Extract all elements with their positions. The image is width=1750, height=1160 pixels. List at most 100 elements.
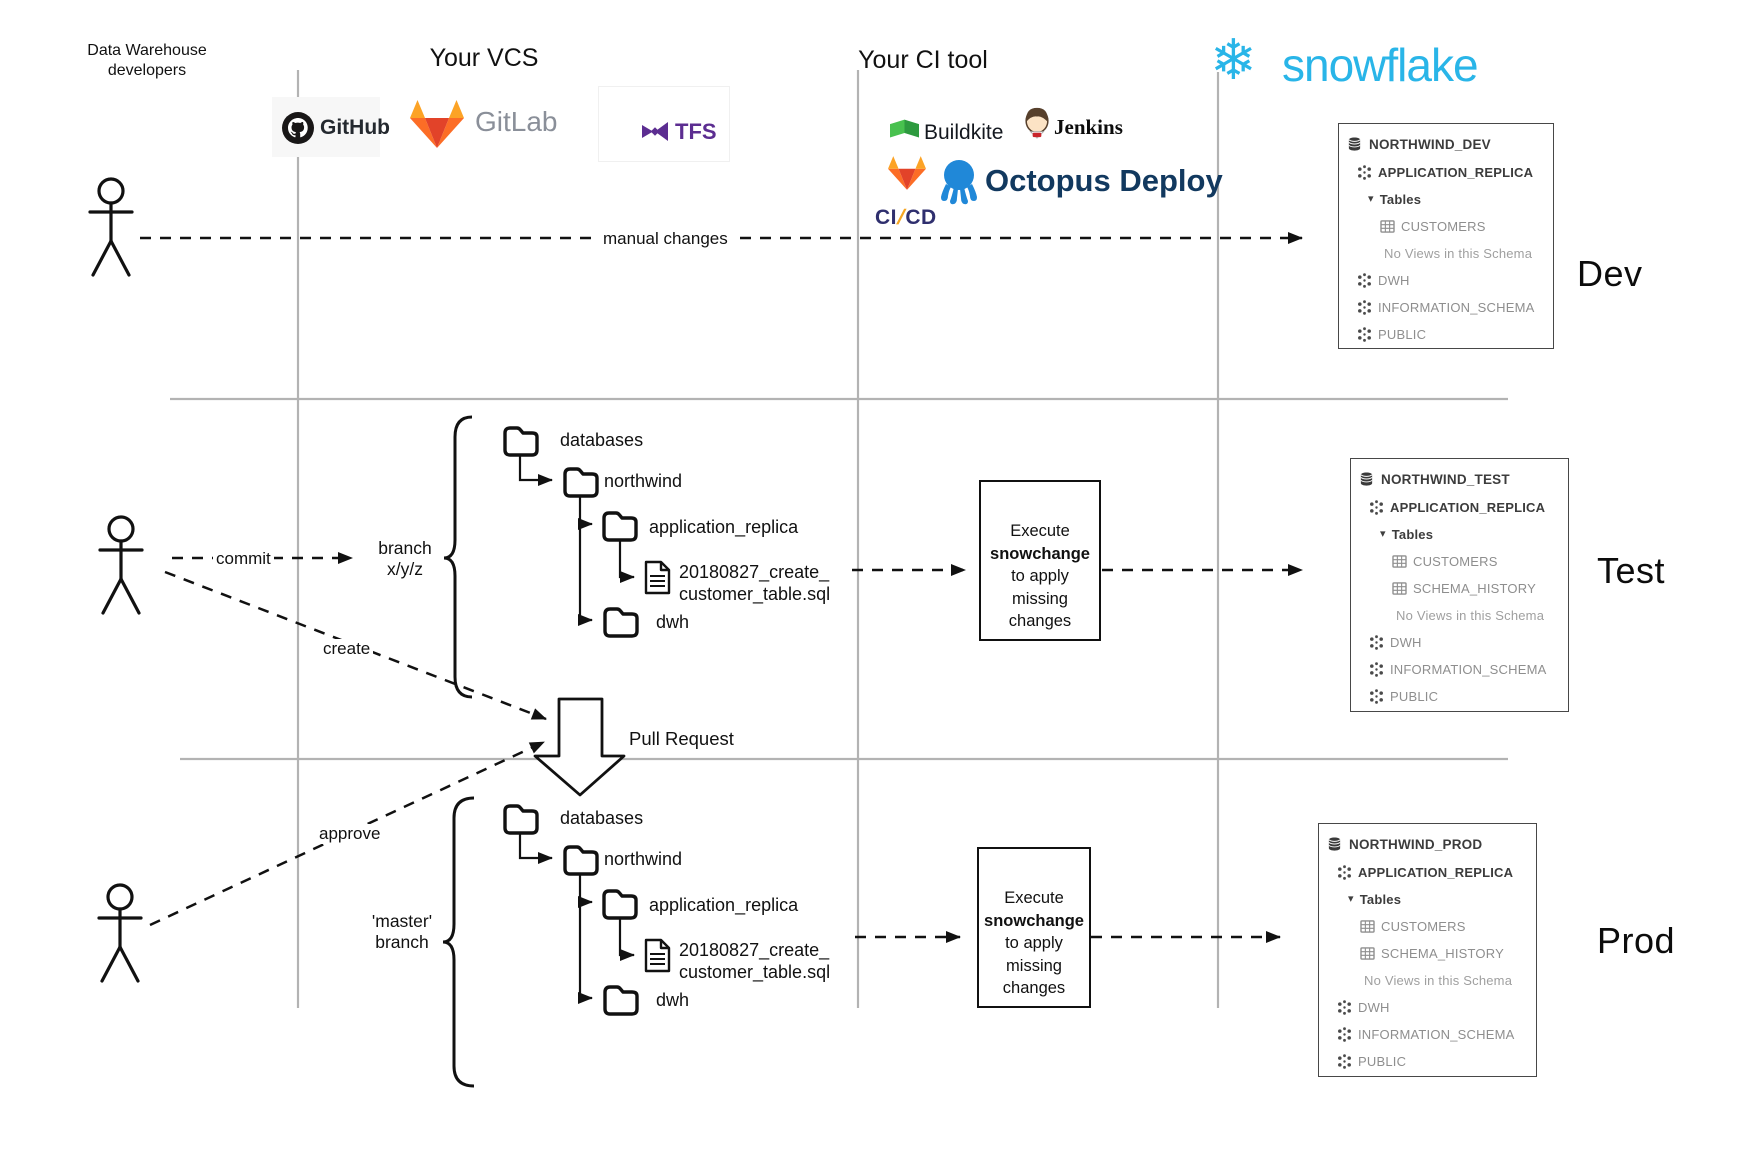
tree-connector [618,918,635,961]
tree-label-northwind: northwind [604,849,683,869]
env-label-dev: Dev [1577,253,1643,294]
folder-icon-northwind [563,467,599,498]
tree-connector [578,496,593,626]
developers-label-line1: Data Warehouse [87,42,207,59]
schema-panel-dev: NORTHWIND_DEV APPLICATION_REPLICA▾Tables… [1338,123,1554,349]
lane-header-developers: Data Warehouse developers [57,41,237,81]
schema-tree-row: PUBLIC [1319,1048,1536,1075]
tree-label-sql-file: 20180827_create_ customer_table.sql [679,939,830,983]
caret-icon: ▾ [1380,528,1386,540]
env-label-prod: Prod [1597,920,1676,961]
schema-tree-row: INFORMATION_SCHEMA [1339,294,1553,321]
execute-snowchange-box-test: Execute snowchange to apply missing chan… [979,480,1101,641]
branch-label-line1: branch [378,538,432,558]
database-icon [1347,136,1362,152]
developer-figure-prod [97,883,143,983]
folder-icon-databases [503,426,539,457]
gitlab-ci-icon [888,156,926,190]
tree-label-sql-file: 20180827_create_ customer_table.sql [679,561,830,605]
lane-header-vcs: Your VCS [429,44,539,72]
schema-tree-row-label: INFORMATION_SCHEMA [1378,300,1535,315]
folder-icon-dwh [603,607,639,638]
jenkins-icon [1025,107,1049,139]
schema-icon [1357,300,1372,315]
developer-figure-dev [88,177,134,277]
github-icon [282,112,314,144]
schema-tree-row: APPLICATION_REPLICA [1319,859,1536,886]
tree-connector [518,455,553,486]
schema-tree-row: ▾Tables [1319,886,1536,913]
folder-icon-application-replica [602,889,638,920]
schema-icon [1357,327,1372,342]
database-icon [1327,836,1342,852]
tree-label-databases: databases [560,430,644,450]
schema-tree-row-label: SCHEMA_HISTORY [1413,581,1536,596]
octopus-deploy-icon [941,160,977,205]
schema-tree-row-label: PUBLIC [1358,1054,1407,1069]
schema-tree-row: CUSTOMERS [1339,213,1553,240]
schema-tree-row: SCHEMA_HISTORY [1351,575,1568,602]
schema-tree-row: APPLICATION_REPLICA [1351,494,1568,521]
schema-icon [1369,662,1384,677]
snowflake-wordmark: snowflake [1282,39,1479,91]
lane-header-ci: Your CI tool [858,46,988,74]
schema-tree-row-label: SCHEMA_HISTORY [1381,946,1504,961]
database-name: NORTHWIND_DEV [1369,136,1491,152]
caret-icon: ▾ [1348,893,1354,905]
tree-label-dwh: dwh [656,990,690,1010]
schema-tree-row-label: CUSTOMERS [1413,554,1498,569]
schema-icon [1337,1027,1352,1042]
schema-tree-row-label: DWH [1390,635,1422,650]
buildkite-wordmark: Buildkite [924,121,1004,144]
schema-tree-row-label: PUBLIC [1378,327,1427,342]
sql-file-name-line2: customer_table.sql [679,962,831,982]
schema-tree-row-label: INFORMATION_SCHEMA [1390,662,1547,677]
execute-line: missing [1012,589,1068,608]
master-label-line2: branch [375,932,429,952]
schema-icon [1337,1054,1352,1069]
schema-tree-row-label: Tables [1391,527,1434,542]
schema-tree-row: ▾Tables [1339,186,1553,213]
commit-label: commit [213,549,274,569]
github-wordmark: GitHub [320,116,390,139]
table-icon [1360,920,1375,933]
database-title-row: NORTHWIND_DEV [1339,129,1553,159]
tfs-wordmark: TFS [675,119,717,144]
database-icon [1359,471,1374,487]
schema-tree-row-label: No Views in this Schema [1396,608,1545,623]
manual-changes-label: manual changes [600,229,731,249]
schema-tree-row: PUBLIC [1351,683,1568,710]
tree-label-databases: databases [560,808,644,828]
schema-tree-row-label: APPLICATION_REPLICA [1358,865,1514,880]
env-label-test: Test [1597,550,1666,591]
schema-tree-row-label: CUSTOMERS [1401,219,1486,234]
schema-tree-row: CUSTOMERS [1351,548,1568,575]
schema-tree-row: No Views in this Schema [1319,967,1536,994]
schema-icon [1369,689,1384,704]
schema-icon [1337,865,1352,880]
folder-icon-application-replica [602,511,638,542]
schema-tree-row: DWH [1351,629,1568,656]
schema-tree-row-label: Tables [1379,192,1422,207]
execute-line: changes [1002,979,1066,997]
schema-tree-row: CUSTOMERS [1319,913,1536,940]
execute-line: missing [1006,956,1062,975]
schema-tree-row: DWH [1339,267,1553,294]
gitlab-cicd-wordmark: CI/CD [875,206,937,230]
tree-connector [618,540,635,583]
schema-panel-test: NORTHWIND_TEST APPLICATION_REPLICA▾Table… [1350,458,1569,712]
database-name: NORTHWIND_PROD [1349,836,1483,852]
database-title-row: NORTHWIND_PROD [1319,829,1536,859]
schema-icon [1357,273,1372,288]
schema-tree-row: DWH [1319,994,1536,1021]
buildkite-icon [890,119,919,138]
folder-icon-dwh [603,985,639,1016]
folder-icon-northwind [563,845,599,876]
schema-icon [1369,500,1384,515]
table-icon [1392,555,1407,568]
execute-line: Execute [1004,889,1064,907]
gitlab-icon [410,100,464,148]
cicd-left-text: CI [875,206,897,229]
sql-file-name-line1: 20180827_create_ [679,562,830,582]
master-branch-brace [442,796,475,1088]
